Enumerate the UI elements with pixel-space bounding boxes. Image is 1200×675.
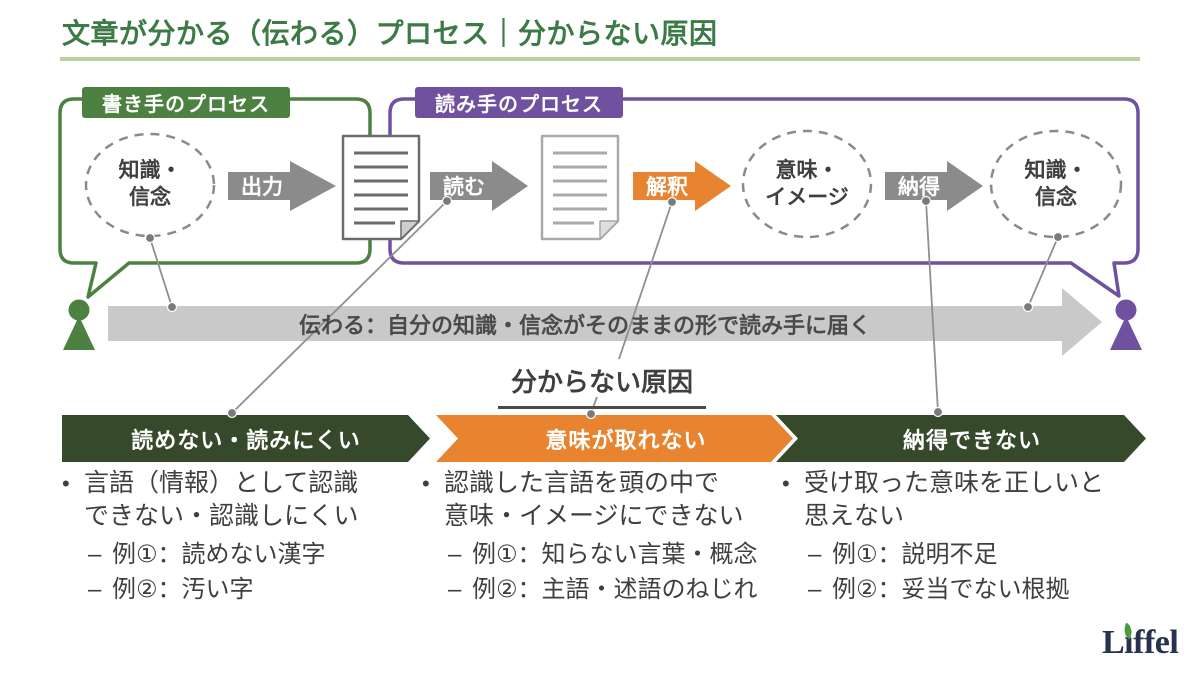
cause-description: 認識した言語を頭の中で 意味・イメージにできない bbox=[444, 469, 744, 530]
writer-person-icon bbox=[63, 299, 95, 350]
causes-heading: 分からない原因 bbox=[498, 362, 706, 409]
conveyed-banner-text: 伝わる：自分の知識・信念がそのままの形で読み手に届く bbox=[298, 312, 871, 338]
page-title: 文章が分かる（伝わる）プロセス｜分からない原因 bbox=[62, 18, 718, 49]
writer-process-label: 書き手のプロセス bbox=[82, 87, 290, 118]
writer-knowledge-text: 知識・ 信念 bbox=[118, 159, 182, 209]
cause-banner-1 bbox=[62, 415, 430, 462]
reader-meaning-text: 意味・ イメージ bbox=[765, 159, 849, 209]
reader-knowledge-text: 知識・ 信念 bbox=[1024, 159, 1088, 209]
cause-banner-2 bbox=[436, 415, 793, 462]
connector-dots bbox=[144, 195, 1064, 420]
example-text: 例①：読めない漢字 bbox=[112, 541, 326, 568]
bullet-marker: • bbox=[62, 471, 70, 496]
dash-marker: – bbox=[88, 576, 102, 603]
example-text: 例②：主語・述語のねじれ bbox=[472, 576, 758, 603]
dash-marker: – bbox=[448, 576, 462, 603]
cause-description: 言語（情報）として認識 できない・認識しにくい bbox=[84, 469, 359, 530]
reader-meaning-ellipse bbox=[741, 129, 873, 239]
interpret-arrow-label: 解釈 bbox=[646, 176, 688, 199]
cause-example: – 例①：知らない言葉・概念 bbox=[422, 542, 778, 568]
interpret-arrow bbox=[633, 161, 731, 211]
cause-example: – 例②：汚い字 bbox=[62, 577, 418, 603]
logo-text: Liffel bbox=[1102, 624, 1179, 661]
cause-example: – 例①：説明不足 bbox=[782, 542, 1138, 568]
example-text: 例②：妥当でない根拠 bbox=[832, 576, 1070, 603]
cause-banner-2-label: 意味が取れない bbox=[545, 427, 707, 453]
accept-arrow-label: 納得 bbox=[898, 176, 940, 199]
reader-process-label: 読み手のプロセス bbox=[415, 87, 623, 118]
bullet-marker: • bbox=[782, 471, 790, 496]
example-text: 例①：知らない言葉・概念 bbox=[472, 541, 758, 568]
example-text: 例①：説明不足 bbox=[832, 541, 998, 568]
cause-banner-1-label: 読めない・読みにくい bbox=[131, 427, 361, 453]
example-text: 例②：汚い字 bbox=[112, 576, 254, 603]
conveyed-arrow bbox=[108, 288, 1102, 356]
output-arrow bbox=[228, 161, 336, 211]
cause-banner-3-label: 納得できない bbox=[902, 427, 1041, 453]
reader-knowledge-ellipse bbox=[989, 129, 1123, 239]
dash-marker: – bbox=[808, 576, 822, 603]
cause-column-2: • 認識した言語を頭の中で 意味・イメージにできない – 例①：知らない言葉・概… bbox=[422, 467, 778, 603]
accept-arrow bbox=[885, 161, 983, 211]
cause-example: – 例②：妥当でない根拠 bbox=[782, 577, 1138, 603]
cause-column-3: • 受け取った意味を正しいと 思えない – 例①：説明不足 – 例②：妥当でない… bbox=[782, 467, 1138, 603]
read-arrow-label: 読む bbox=[443, 176, 485, 199]
cause-example: – 例①：読めない漢字 bbox=[62, 542, 418, 568]
dash-marker: – bbox=[808, 541, 822, 568]
reader-person-icon bbox=[1110, 299, 1142, 350]
cause-column-1: • 言語（情報）として認識 できない・認識しにくい – 例①：読めない漢字 – … bbox=[62, 467, 418, 603]
connector-lines bbox=[149, 200, 1059, 414]
cause-example: – 例②：主語・述語のねじれ bbox=[422, 577, 778, 603]
document-icon-2 bbox=[540, 134, 620, 241]
cause-banner-3 bbox=[776, 415, 1146, 462]
dash-marker: – bbox=[88, 541, 102, 568]
output-arrow-label: 出力 bbox=[241, 176, 283, 199]
read-arrow bbox=[430, 161, 528, 211]
cause-description: 受け取った意味を正しいと 思えない bbox=[804, 469, 1105, 530]
title-underline bbox=[60, 57, 1140, 61]
document-icon-1 bbox=[341, 134, 421, 241]
writer-knowledge-ellipse bbox=[84, 132, 216, 238]
dash-marker: – bbox=[448, 541, 462, 568]
bullet-marker: • bbox=[422, 471, 430, 496]
logo: Liffel bbox=[1102, 622, 1194, 664]
